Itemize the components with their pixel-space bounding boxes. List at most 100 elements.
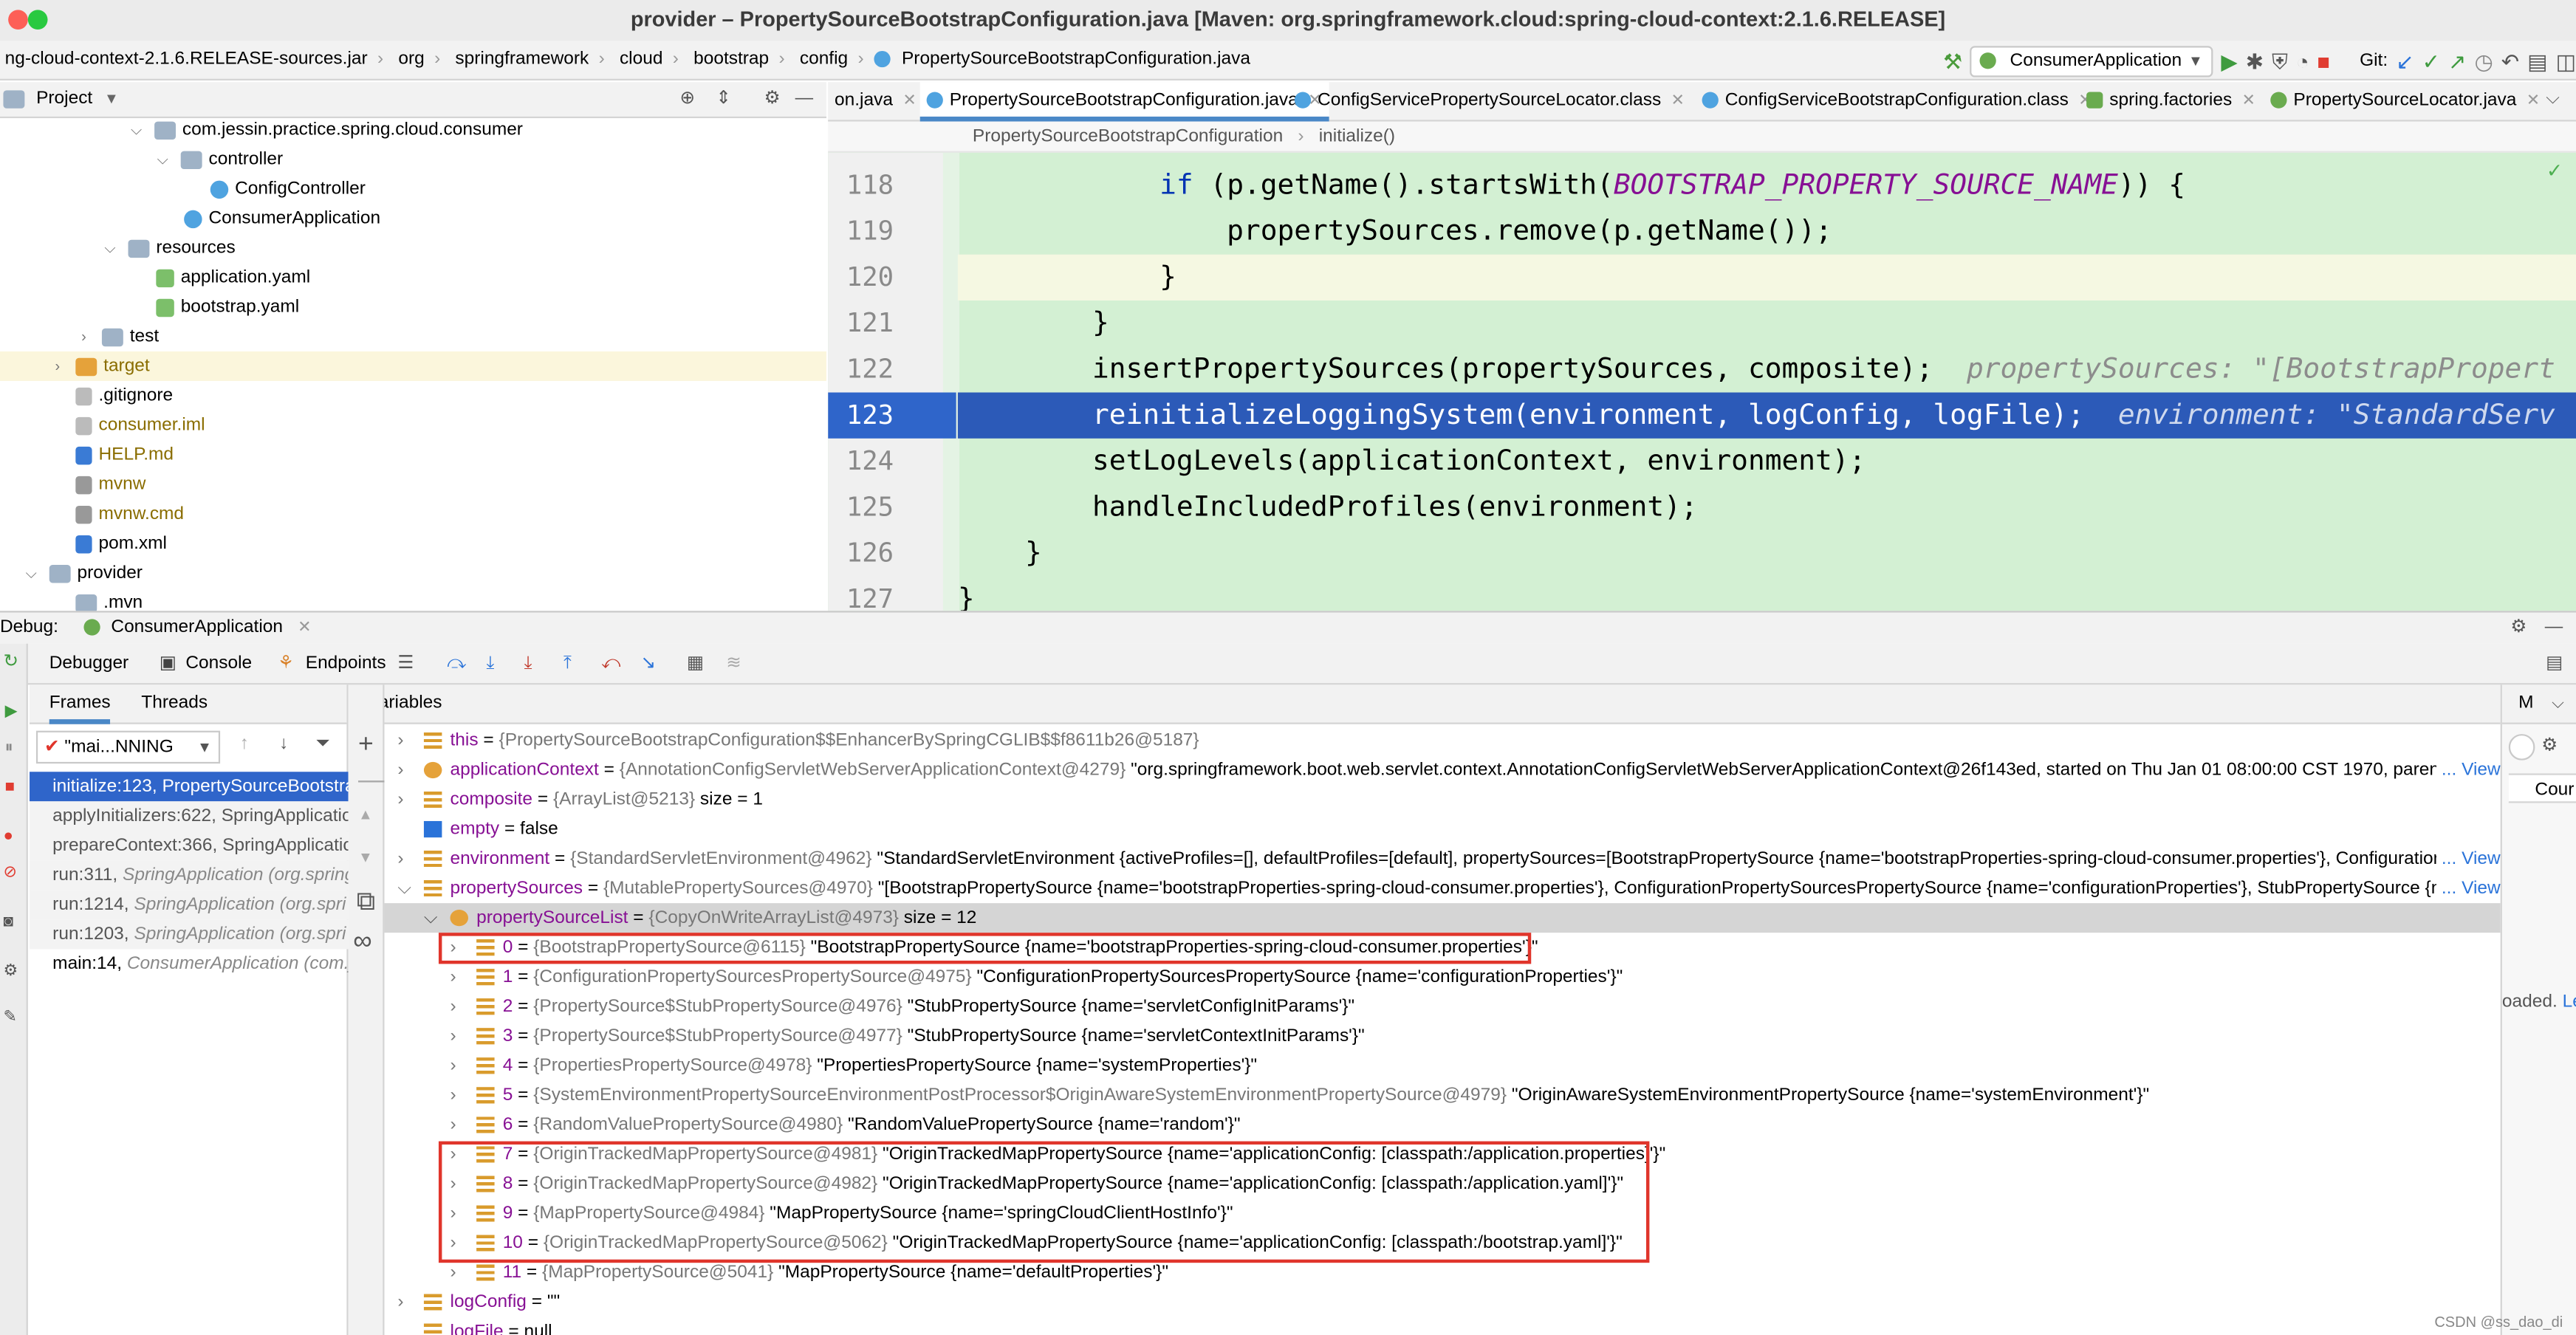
tree-item-bootstrap-yaml[interactable]: bootstrap.yaml	[0, 292, 826, 322]
list-item[interactable]: ›5 = {SystemEnvironmentPropertySourceEnv…	[385, 1080, 2501, 1110]
project-title[interactable]: Project	[36, 89, 93, 109]
pause-icon[interactable]: ⏸	[4, 738, 13, 758]
down-triangle-icon[interactable]: ▼	[357, 848, 373, 865]
variable-row[interactable]: › environment = {StandardServletEnvironm…	[385, 844, 2501, 874]
tree-item-resources[interactable]: ⌵ resources	[0, 233, 826, 263]
list-item[interactable]: ›0 = {BootstrapPropertySource@6115} "Boo…	[385, 933, 2501, 962]
chevron-right-icon[interactable]: ›	[397, 760, 404, 780]
frame-item[interactable]: initialize:123, PropertySourceBootstra	[30, 772, 349, 802]
list-item[interactable]: ›4 = {PropertiesPropertySource@4978} "Pr…	[385, 1051, 2501, 1080]
variable-row[interactable]: ⌵ propertySources = {MutablePropertySour…	[385, 874, 2501, 904]
step-over-icon[interactable]: ⤼	[447, 653, 467, 673]
chevron-down-icon[interactable]: ⌵	[2552, 694, 2565, 713]
frame-item[interactable]: run:311, SpringApplication (org.spring	[30, 860, 349, 890]
stop-icon[interactable]: ■	[2317, 48, 2331, 73]
close-icon[interactable]: ✕	[1671, 92, 1685, 111]
list-item[interactable]: ›11 = {MapPropertySource@5041} "MapPrope…	[385, 1258, 2501, 1288]
list-item[interactable]: ›3 = {PropertySource$StubPropertySource@…	[385, 1021, 2501, 1051]
step-into-icon[interactable]: ⤓	[486, 653, 495, 673]
tab-debugger[interactable]: Debugger	[49, 653, 129, 673]
tab-config-service-bootstrap-configuration[interactable]: ConfigServiceBootstrapConfiguration.clas…	[1696, 82, 2099, 121]
chevron-right-icon[interactable]: ›	[450, 1174, 456, 1194]
chevron-right-icon[interactable]: ›	[450, 1026, 456, 1046]
gear-icon[interactable]: ⚙	[3, 962, 18, 981]
chevron-right-icon[interactable]: ›	[450, 967, 456, 987]
nav-crumb-org[interactable]: org	[398, 49, 425, 69]
chevron-right-icon[interactable]: ›	[450, 1263, 456, 1283]
copy-icon[interactable]: ⧉	[356, 888, 376, 916]
variable-row[interactable]: › applicationContext = {AnnotationConfig…	[385, 755, 2501, 786]
close-icon[interactable]: ✕	[1308, 92, 1322, 111]
tree-item-help-md[interactable]: HELP.md	[0, 440, 826, 470]
list-item[interactable]: ›9 = {MapPropertySource@4984} "MapProper…	[385, 1198, 2501, 1228]
tab-property-source-locator[interactable]: PropertySourceLocator.java✕	[2264, 82, 2546, 121]
code-editor[interactable]: ✓ 118 119 120 121 122 123 124 125 126 12…	[828, 152, 2576, 611]
chevron-right-icon[interactable]: ›	[450, 996, 456, 1017]
profile-icon[interactable]: ◔	[2295, 48, 2309, 73]
git-commit-icon[interactable]: ✓	[2422, 48, 2440, 73]
locate-icon[interactable]: ⊕	[679, 89, 695, 109]
tree-item-config-controller[interactable]: ConfigController	[0, 174, 826, 204]
menu-icon[interactable]: ☰	[397, 653, 414, 673]
breadcrumb-method[interactable]: initialize()	[1318, 126, 1396, 146]
drop-frame-icon[interactable]: ⤺	[601, 653, 621, 673]
minus-icon[interactable]: —	[357, 766, 385, 795]
stop-icon[interactable]: ■	[4, 778, 16, 797]
chevron-down-icon[interactable]: ▼	[103, 90, 119, 107]
search-field[interactable]	[2508, 734, 2535, 761]
tree-item-consumer-package[interactable]: ⌵ com.jessin.practice.spring.cloud.consu…	[0, 115, 826, 145]
nav-crumb-springframework[interactable]: springframework	[455, 49, 589, 69]
close-icon[interactable]: ✕	[902, 92, 917, 111]
layout-icon[interactable]: ▤	[2546, 653, 2563, 673]
tree-item-consumer-application[interactable]: ConsumerApplication	[0, 204, 826, 233]
chevron-right-icon[interactable]: ›	[81, 328, 86, 346]
git-history-icon[interactable]: ◷	[2474, 48, 2493, 73]
up-arrow-icon[interactable]: ↑	[239, 734, 250, 754]
chevron-right-icon[interactable]: ›	[450, 1085, 456, 1105]
breadcrumb-class[interactable]: PropertySourceBootstrapConfiguration	[972, 126, 1284, 146]
tab-on-java[interactable]: on.java✕	[828, 82, 923, 121]
gear-icon[interactable]: ⚙	[764, 89, 781, 109]
run-configuration-select[interactable]: ConsumerApplication ▼	[1970, 45, 2213, 77]
chevron-down-icon[interactable]: ⌵	[104, 239, 116, 256]
rerun-icon[interactable]: ↻	[3, 651, 18, 672]
chevron-down-icon[interactable]: ⌵	[25, 565, 37, 582]
add-watch-icon[interactable]: +	[357, 730, 374, 759]
variable-row[interactable]: › this = {PropertySourceBootstrapConfigu…	[385, 726, 2501, 755]
variable-row[interactable]: logFile = null	[385, 1317, 2501, 1335]
list-item[interactable]: ›8 = {OriginTrackedMapPropertySource@498…	[385, 1169, 2501, 1198]
tree-item-controller[interactable]: ⌵ controller	[0, 145, 826, 174]
tree-item-mvnw[interactable]: mvnw	[0, 470, 826, 499]
list-item[interactable]: ›7 = {OriginTrackedMapPropertySource@498…	[385, 1139, 2501, 1169]
camera-icon[interactable]: ◙	[3, 913, 13, 931]
git-rollback-icon[interactable]: ↶	[2501, 48, 2520, 73]
hammer-build-icon[interactable]: ⚒	[1943, 48, 1963, 73]
gear-icon[interactable]: ⚙	[2541, 735, 2558, 755]
chevron-right-icon[interactable]: ›	[397, 848, 404, 869]
tree-item-mvn[interactable]: .mvn	[0, 588, 826, 617]
tree-item-target[interactable]: › target	[0, 351, 826, 381]
chevron-right-icon[interactable]: ›	[450, 1144, 456, 1164]
mute-breakpoints-icon[interactable]: ⊘	[3, 863, 18, 882]
chevron-down-icon[interactable]: ⌵	[397, 878, 411, 899]
hide-panel-icon[interactable]: —	[2544, 617, 2563, 637]
run-icon[interactable]: ▶	[2221, 48, 2238, 73]
project-structure-icon[interactable]: ▤	[2527, 48, 2548, 73]
chevron-down-icon[interactable]: ⌵	[423, 907, 438, 928]
view-link[interactable]: ... View	[2436, 874, 2501, 904]
frame-item[interactable]: applyInitializers:622, SpringApplicatio	[30, 801, 349, 831]
view-breakpoints-icon[interactable]: ●	[3, 827, 13, 846]
list-item[interactable]: ›10 = {OriginTrackedMapPropertySource@50…	[385, 1228, 2501, 1257]
tree-item-pom-xml[interactable]: pom.xml	[0, 529, 826, 558]
chevron-down-icon[interactable]: ⌵	[157, 151, 168, 168]
nav-crumb-config[interactable]: config	[799, 49, 849, 69]
close-window-button[interactable]	[8, 10, 28, 30]
chevron-right-icon[interactable]: ›	[397, 730, 404, 751]
frame-item[interactable]: run:1214, SpringApplication (org.spri	[30, 890, 349, 920]
debug-session-tab[interactable]: ConsumerApplication	[111, 617, 283, 637]
gear-icon[interactable]: ⚙	[2510, 617, 2527, 637]
chevron-right-icon[interactable]: ›	[450, 1204, 456, 1224]
force-step-into-icon[interactable]: ⤓	[524, 653, 532, 673]
close-icon[interactable]: ✕	[2241, 92, 2256, 111]
git-push-icon[interactable]: ↗	[2448, 48, 2467, 73]
